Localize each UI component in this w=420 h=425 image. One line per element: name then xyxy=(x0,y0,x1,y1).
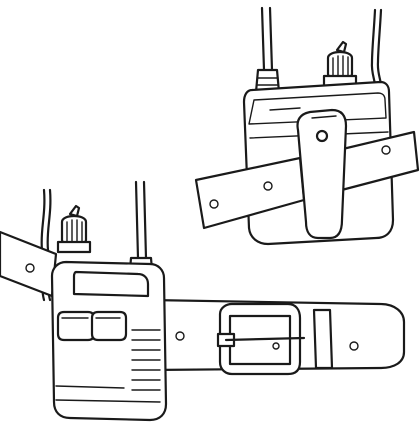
front-display xyxy=(72,270,150,298)
belt-clip xyxy=(296,108,348,240)
front-knob xyxy=(56,204,92,254)
front-control-buttons xyxy=(56,310,128,342)
rear-view xyxy=(194,6,420,246)
front-grip-ribs xyxy=(131,329,161,391)
rear-knob xyxy=(322,40,358,88)
rear-antenna xyxy=(260,6,274,72)
front-buckle xyxy=(216,302,306,376)
front-belt-keeper xyxy=(312,308,334,370)
front-antenna xyxy=(134,180,148,260)
front-view xyxy=(0,180,406,422)
